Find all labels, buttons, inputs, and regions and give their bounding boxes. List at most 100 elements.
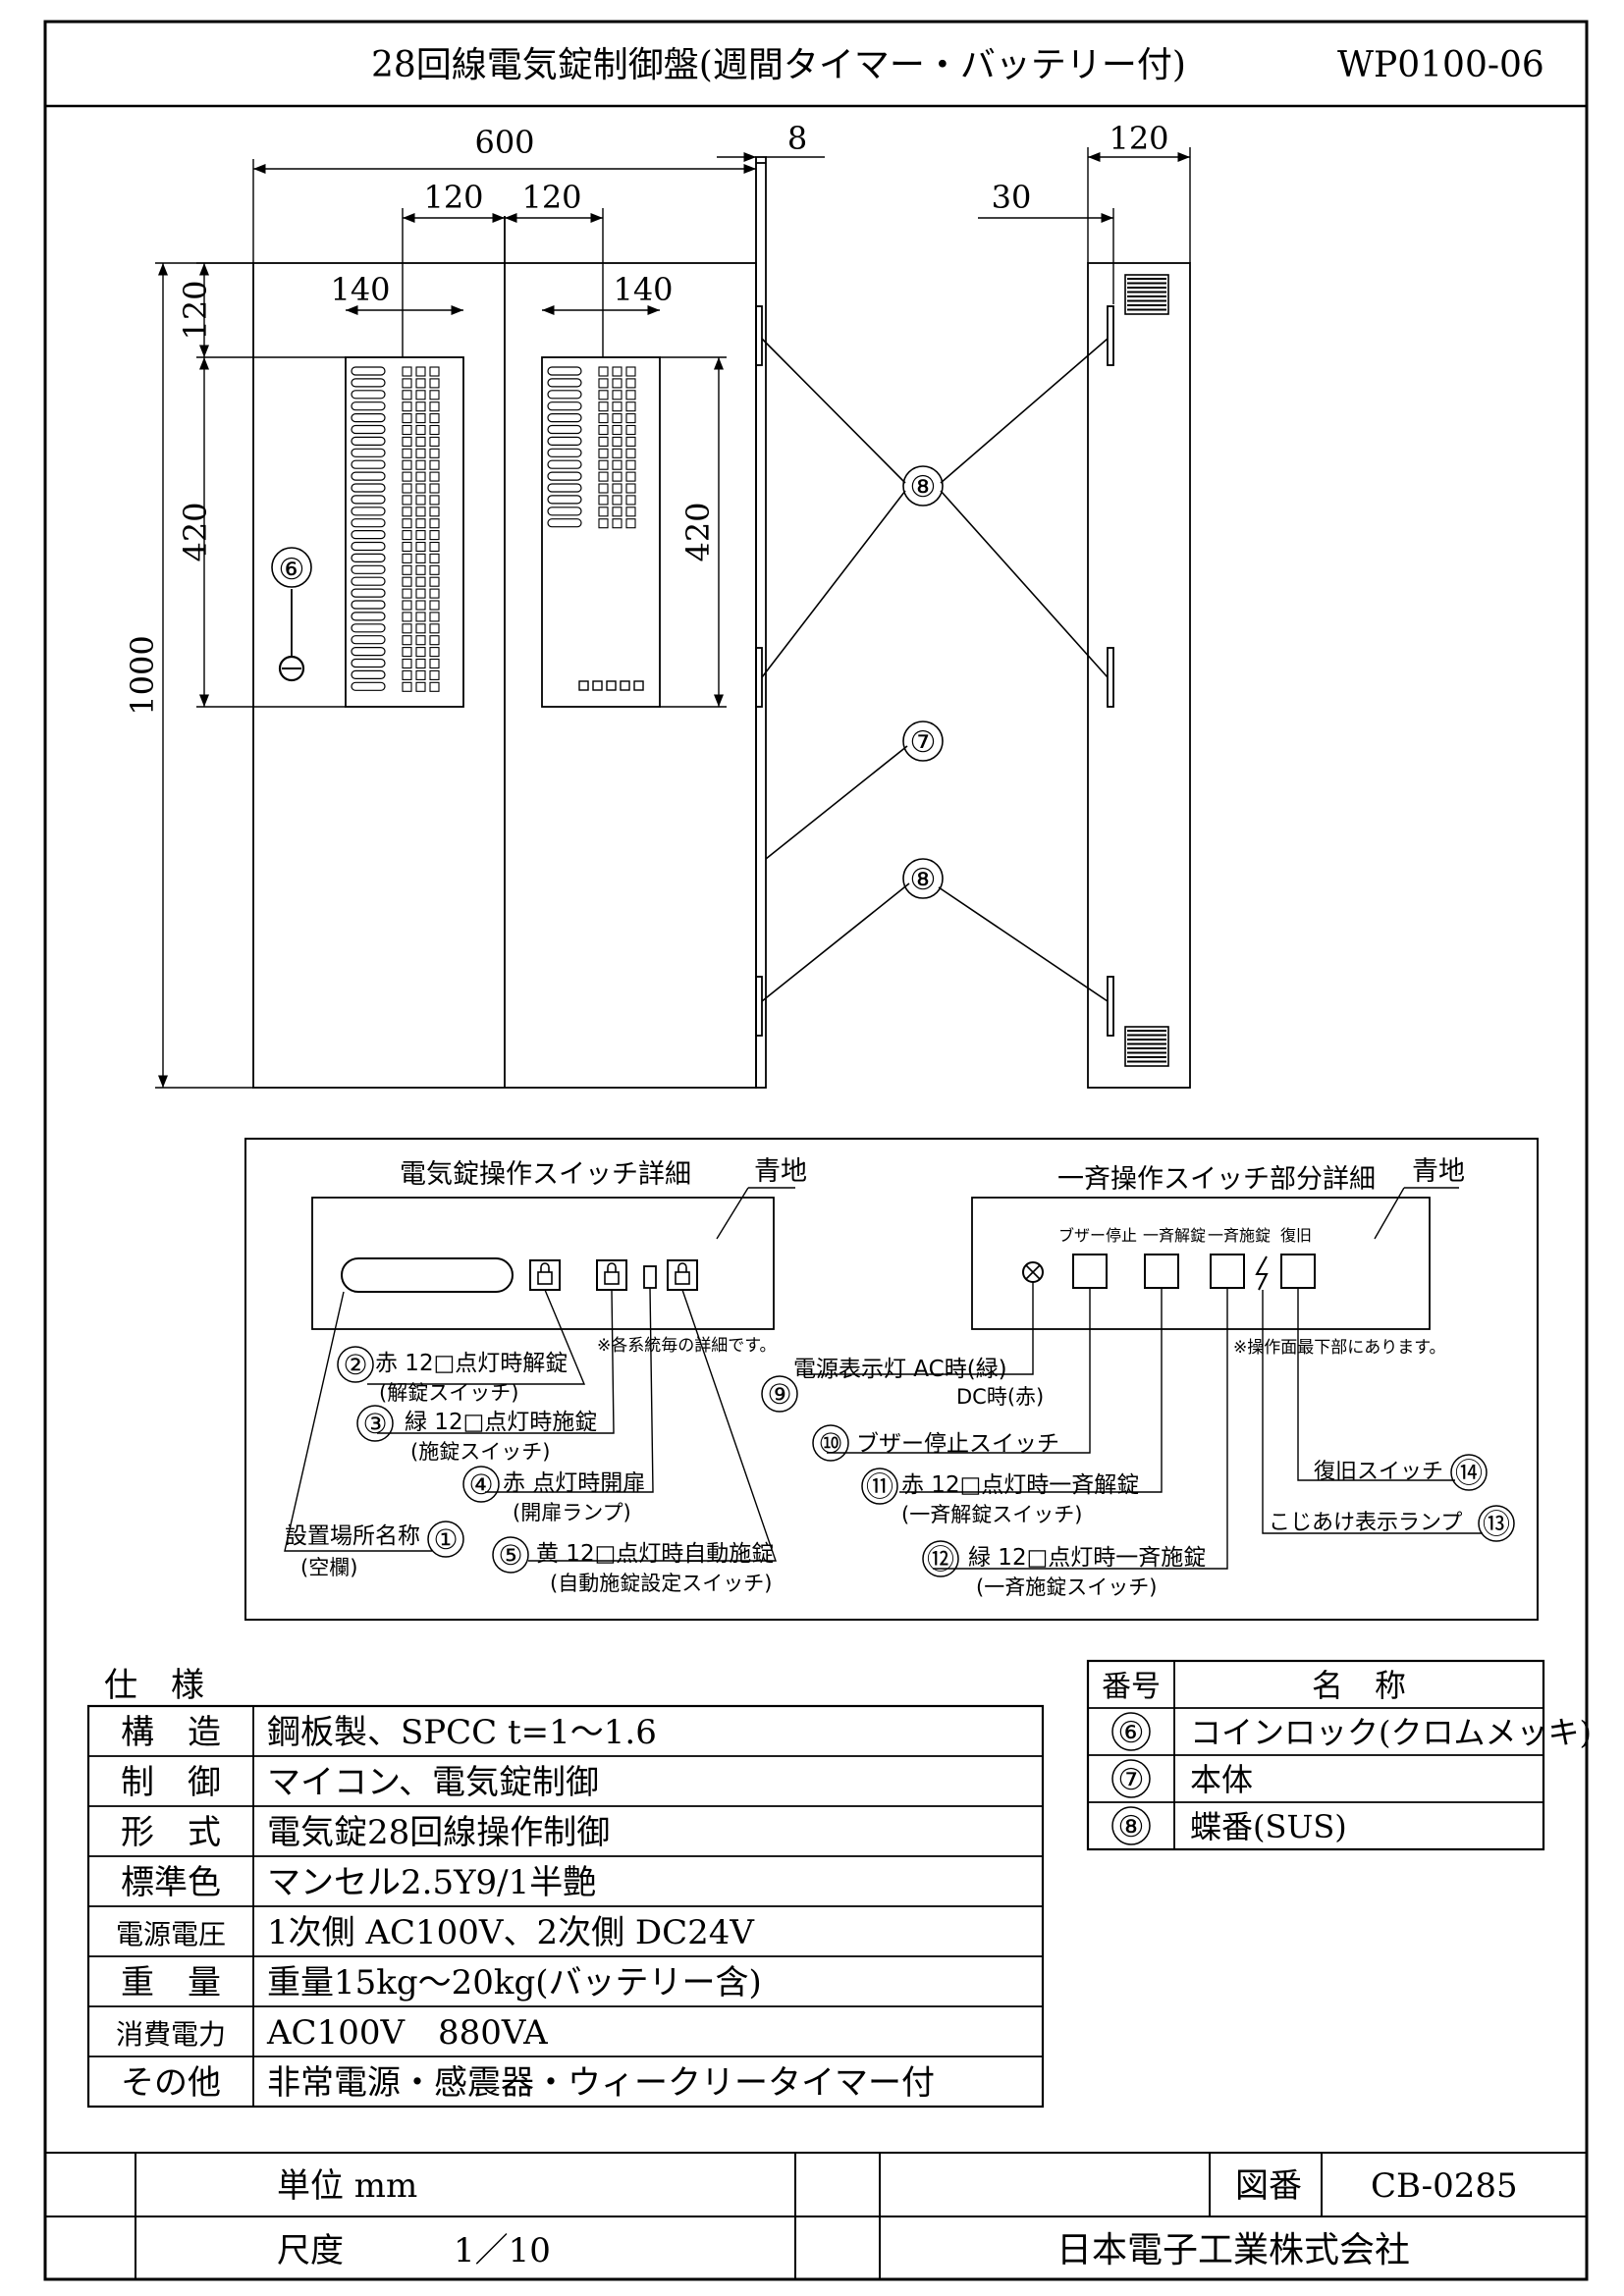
switch-square bbox=[429, 588, 440, 599]
side-view bbox=[755, 156, 1191, 1089]
slot-window bbox=[351, 553, 386, 563]
switch-square bbox=[429, 495, 440, 506]
slot-window bbox=[351, 635, 386, 645]
switch-square bbox=[598, 401, 609, 412]
svg-text:⑬: ⑬ bbox=[1483, 1508, 1510, 1540]
switch-square bbox=[429, 612, 440, 622]
switch-square bbox=[625, 413, 636, 424]
slot-window bbox=[351, 518, 386, 528]
switch-square bbox=[415, 623, 426, 634]
switch-square bbox=[415, 390, 426, 400]
switch-square bbox=[402, 681, 412, 692]
svg-text:⑪: ⑪ bbox=[866, 1470, 893, 1503]
switch-square bbox=[429, 401, 440, 412]
switch-square bbox=[598, 483, 609, 494]
slot-window bbox=[351, 413, 386, 423]
switch-square bbox=[402, 553, 412, 563]
slot-window bbox=[351, 401, 386, 411]
slot-window bbox=[351, 529, 386, 540]
svg-text:(空欄): (空欄) bbox=[300, 1556, 357, 1579]
switch-square bbox=[612, 448, 623, 458]
switch-square bbox=[429, 669, 440, 680]
switch-square bbox=[402, 530, 412, 541]
switch-square bbox=[402, 436, 412, 447]
switch-square bbox=[415, 658, 426, 669]
slot-window bbox=[351, 612, 386, 621]
switch-square bbox=[598, 518, 609, 529]
svg-text:こじあけ表示ランプ: こじあけ表示ランプ bbox=[1269, 1511, 1462, 1535]
parts-no: ⑦ bbox=[1118, 1763, 1145, 1797]
dim-box-right: 140 bbox=[613, 271, 673, 308]
company-name: 日本電子工業株式会社 bbox=[1056, 2230, 1410, 2270]
parts-name: 本体 bbox=[1190, 1761, 1253, 1798]
parts-name: 蝶番(SUS) bbox=[1190, 1808, 1347, 1845]
switch-square bbox=[415, 424, 426, 436]
right-switch-plate bbox=[971, 1197, 1431, 1330]
switch-square bbox=[429, 518, 440, 529]
slot-window bbox=[351, 436, 386, 446]
slot-window bbox=[351, 471, 386, 481]
vent bbox=[1124, 274, 1169, 315]
common-switch-square bbox=[606, 680, 617, 691]
callout-7: ⑦ bbox=[910, 725, 937, 760]
spec-label: 形 式 bbox=[121, 1813, 221, 1852]
svg-text:⑤: ⑤ bbox=[498, 1539, 522, 1572]
all-lock-button bbox=[1210, 1254, 1245, 1289]
switch-square bbox=[598, 366, 609, 377]
left-detail-bg: 青地 bbox=[754, 1156, 807, 1187]
slot-window bbox=[547, 366, 582, 376]
side-dimensions bbox=[717, 147, 1191, 304]
left-panel-switches bbox=[351, 366, 440, 692]
vent bbox=[1124, 1026, 1169, 1067]
right-panel-switches bbox=[547, 366, 644, 691]
svg-text:⑩: ⑩ bbox=[818, 1427, 842, 1460]
parts-head-no: 番号 bbox=[1102, 1670, 1161, 1704]
switch-square bbox=[612, 401, 623, 412]
item-11: ⑪ 赤 12□点灯時一斉解錠 (一斉解錠スイッチ) bbox=[861, 1468, 1139, 1526]
right-detail-bg: 青地 bbox=[1412, 1156, 1465, 1187]
callout-8-bottom: ⑧ bbox=[910, 863, 937, 897]
svg-text:③: ③ bbox=[362, 1408, 387, 1440]
switch-square bbox=[402, 541, 412, 553]
switch-square bbox=[402, 658, 412, 669]
dim-top-offset: 120 bbox=[177, 280, 214, 340]
switch-square bbox=[415, 436, 426, 447]
switch-square bbox=[415, 471, 426, 482]
spec-label: 消費電力 bbox=[116, 2018, 226, 2051]
svg-text:電源表示灯 AC時(緑): 電源表示灯 AC時(緑) bbox=[793, 1357, 1007, 1382]
slot-window bbox=[351, 424, 386, 435]
slot-window bbox=[351, 378, 386, 388]
location-name-window bbox=[341, 1257, 514, 1293]
slot-window bbox=[547, 459, 582, 469]
switch-square bbox=[598, 471, 609, 482]
door-open-lamp bbox=[643, 1265, 657, 1289]
switch-square bbox=[429, 530, 440, 541]
dim-door-thickness: 8 bbox=[787, 120, 807, 157]
spec-label: 電源電圧 bbox=[116, 1918, 226, 1950]
unit-label: 単位 mm bbox=[277, 2166, 417, 2206]
svg-text:⑭: ⑭ bbox=[1455, 1457, 1483, 1489]
switch-square bbox=[415, 553, 426, 563]
slot-window bbox=[351, 564, 386, 574]
switch-square bbox=[612, 471, 623, 482]
switch-square bbox=[625, 459, 636, 470]
switch-square bbox=[429, 483, 440, 494]
left-detail-title: 電気錠操作スイッチ詳細 bbox=[400, 1159, 691, 1190]
switch-square bbox=[598, 413, 609, 424]
svg-text:復旧スイッチ: 復旧スイッチ bbox=[1314, 1460, 1443, 1484]
svg-text:緑 12□点灯時一斉施錠: 緑 12□点灯時一斉施錠 bbox=[968, 1545, 1206, 1571]
switch-square bbox=[625, 507, 636, 517]
switch-square bbox=[415, 588, 426, 599]
spec-label: その他 bbox=[121, 2063, 221, 2103]
switch-square bbox=[625, 390, 636, 400]
note-left: ※各系統毎の詳細です。 bbox=[597, 1336, 777, 1356]
spec-value: 鋼板製、SPCC t=1～1.6 bbox=[267, 1713, 657, 1752]
dim-panel-height-left: 420 bbox=[177, 502, 214, 561]
switch-square bbox=[612, 495, 623, 506]
spec-value: マンセル2.5Y9/1半艶 bbox=[267, 1863, 596, 1902]
svg-text:(開扉ランプ): (開扉ランプ) bbox=[513, 1501, 631, 1524]
lock-icon bbox=[677, 1262, 687, 1272]
spec-label: 標準色 bbox=[121, 1863, 221, 1902]
